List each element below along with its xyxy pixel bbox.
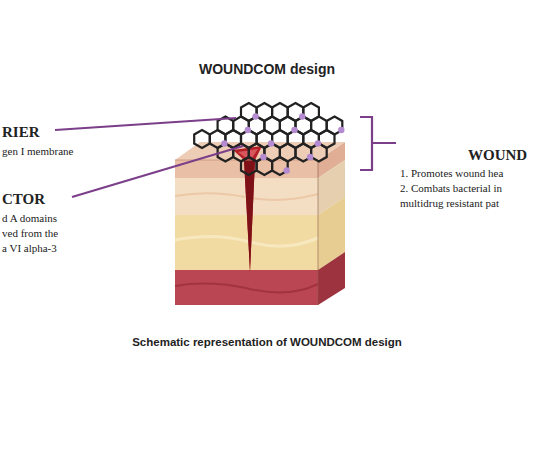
description-text: 2. Combats bacterial in <box>400 182 502 195</box>
description-text: 1. Promotes wound hea <box>400 167 503 180</box>
node-dot <box>307 154 313 160</box>
figure-caption: Schematic representation of WOUNDCOM des… <box>132 336 402 350</box>
node-dot <box>291 127 297 133</box>
description-text: multidrug resistant pat <box>400 197 499 210</box>
section-heading: WOUND <box>468 146 527 164</box>
node-dot <box>245 127 251 133</box>
description-text: gen I membrane <box>2 145 73 158</box>
node-dot <box>299 113 305 119</box>
description-text: ved from the <box>2 227 58 240</box>
description-text: d A domains <box>2 212 57 225</box>
node-dot <box>260 154 266 160</box>
hexagon-cell <box>241 157 257 175</box>
section-heading: RIER <box>2 123 40 141</box>
node-dot <box>315 140 321 146</box>
node-dot <box>284 167 290 173</box>
section-heading: CTOR <box>2 190 45 208</box>
description-text: a VI alpha-3 <box>2 242 57 255</box>
node-dot <box>268 140 274 146</box>
diagram-title: WOUNDCOM design <box>199 61 335 78</box>
node-dot <box>338 127 344 133</box>
hexagon-cell <box>194 130 210 148</box>
node-dot <box>252 113 258 119</box>
node-dot <box>221 140 227 146</box>
